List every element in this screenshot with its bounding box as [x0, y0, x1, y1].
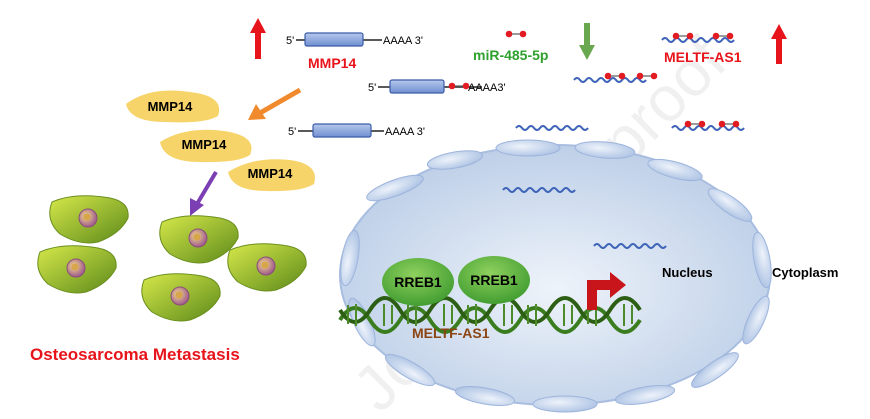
mmp14-mrna-bound: 5' AAAA3': [368, 79, 506, 94]
rreb1-protein-b: RREB1: [458, 256, 530, 304]
nucleus-envelope: [339, 139, 772, 413]
cell-icon: [37, 245, 117, 294]
mirna-icon: [505, 30, 527, 38]
mmp14-protein-label: MMP14: [248, 166, 294, 181]
poly-a-tail-label: AAAA 3': [383, 35, 423, 47]
mmp14-protein-label: MMP14: [182, 137, 228, 152]
purple-arrow-icon: [190, 170, 218, 216]
poly-a-tail-label: AAAA3': [468, 82, 506, 94]
transcription-start-arrow-icon: [587, 272, 626, 310]
meltf-lncrna-label: MELTF-AS1: [664, 49, 742, 65]
mmp14-protein-2: MMP14: [160, 129, 252, 163]
nucleus-label: Nucleus: [662, 265, 713, 280]
cell-icon: [227, 243, 307, 292]
osteosarcoma-cells: [37, 195, 307, 322]
mmp14-mrna-top: 5' AAAA 3': [286, 32, 423, 47]
cytoplasm-label: Cytoplasm: [772, 265, 838, 280]
dna-lncrna-label: MELTF-AS1: [412, 325, 490, 341]
mmp14-protein-3: MMP14: [228, 159, 315, 192]
five-prime-label: 5': [286, 35, 294, 47]
cell-icon: [49, 195, 129, 244]
poly-a-tail-label: AAAA 3': [385, 126, 425, 138]
cell-icon: [159, 215, 239, 264]
up-arrow-mmp14-icon: [250, 18, 266, 59]
five-prime-label: 5': [288, 126, 296, 138]
mirna-label: miR-485-5p: [473, 47, 548, 63]
rreb1-protein-a: RREB1: [382, 258, 454, 306]
cell-icon: [141, 273, 221, 322]
lncrna-wave: [515, 125, 589, 131]
up-arrow-meltf-icon: [771, 24, 787, 64]
orange-arrow-icon: [248, 87, 302, 120]
five-prime-label: 5': [368, 82, 376, 94]
mmp14-gene-label: MMP14: [308, 55, 356, 71]
down-arrow-mirna-icon: [579, 23, 595, 60]
mmp14-mrna-free: 5' AAAA 3': [288, 123, 425, 138]
mmp14-protein-label: MMP14: [148, 99, 194, 114]
outcome-label: Osteosarcoma Metastasis: [30, 345, 240, 364]
mmp14-protein-1: MMP14: [126, 90, 220, 123]
rreb1-label: RREB1: [394, 274, 442, 290]
rreb1-label: RREB1: [470, 272, 518, 288]
